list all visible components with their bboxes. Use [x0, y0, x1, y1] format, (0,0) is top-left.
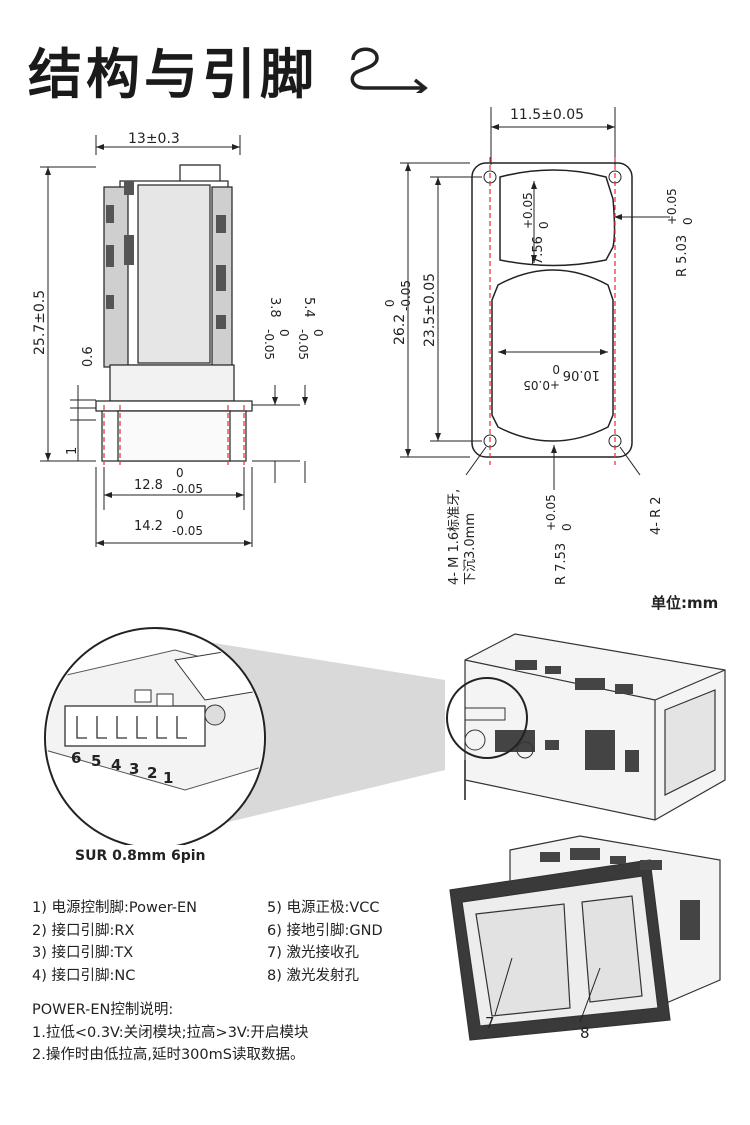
front-height-value: 26.2 [392, 314, 408, 345]
pin-item-1: 1) 电源控制脚:Power-EN [32, 900, 198, 916]
dim-5-4-upper: 0 [311, 329, 325, 337]
module-front-illustration: 7 8 [449, 835, 721, 1042]
pin-list-right: 5) 电源正极:VCC 6) 接地引脚:GND 7) 激光接收孔 8) 激光发射… [267, 897, 507, 987]
dim-12-8-lower: -0.05 [172, 482, 203, 496]
arrow-icon [350, 47, 428, 93]
pin-number-2: 2 [147, 764, 157, 782]
pin-number-4: 4 [111, 756, 121, 774]
pin-item-5: 5) 电源正极:VCC [267, 900, 380, 916]
dim-14-2-value: 14.2 [134, 519, 163, 534]
dim-7-56-upper: +0.05 [521, 192, 535, 229]
receiver-callout: 7 [485, 1014, 495, 1032]
connector-label: SUR 0.8mm 6pin [75, 848, 206, 864]
side-height-label: 25.7±0.5 [32, 290, 48, 355]
dim-4-r2-label: 4- R 2 [649, 496, 664, 535]
pin-list-left: 1) 电源控制脚:Power-EN 2) 接口引脚:RX 3) 接口引脚:TX … [32, 897, 272, 987]
connector-illustration: 6 5 4 3 2 1 [44, 627, 726, 845]
page-title: 结构与引脚 [28, 43, 318, 106]
pin-number-6: 6 [71, 749, 81, 767]
holes-note-line2: 下沉3.0mm [463, 513, 478, 585]
front-height-upper: 0 [383, 299, 397, 307]
front-height-lower: -0.05 [399, 280, 413, 311]
dim-0-6-label: 0.6 [81, 346, 96, 367]
dim-12-8-value: 12.8 [134, 478, 163, 493]
dim-3-8-lower: -0.05 [262, 329, 276, 360]
pin-number-3: 3 [129, 760, 139, 778]
notes-item-1: 1.拉低<0.3V:关闭模块;拉高>3V:开启模块 [32, 1024, 309, 1041]
dim-10-06-upper: +0.05 [523, 378, 560, 392]
side-view-drawing: 13±0.3 25.7±0.5 0.6 1 3.8 0 -0.05 5.4 0 … [32, 131, 325, 547]
dim-r7-53-lower: 0 [560, 523, 574, 531]
dim-r5-03-value: R 5.03 [675, 235, 690, 277]
dim-r7-53-upper: +0.05 [544, 494, 558, 531]
pin-item-4: 4) 接口引脚:NC [32, 967, 136, 984]
notes-heading: POWER-EN控制说明: [32, 1002, 174, 1018]
dim-14-2-upper: 0 [176, 508, 184, 522]
dim-10-06-value: 10.06 [563, 367, 600, 382]
dim-5-4-lower: -0.05 [296, 329, 310, 360]
pin-item-6: 6) 接地引脚:GND [267, 922, 383, 939]
dim-12-8-upper: 0 [176, 466, 184, 480]
pin-item-2: 2) 接口引脚:RX [32, 922, 135, 939]
dim-3-8-value: 3.8 [267, 297, 282, 318]
pin-number-5: 5 [91, 752, 101, 770]
dim-10-06-lower: 0 [552, 362, 560, 376]
dim-r5-03-lower: 0 [681, 217, 695, 225]
dim-3-8-upper: 0 [277, 329, 291, 337]
pin-item-8: 8) 激光发射孔 [267, 967, 359, 984]
dim-7-56-lower: 0 [537, 221, 551, 229]
notes-item-2: 2.操作时由低拉高,延时300mS读取数据。 [32, 1047, 305, 1063]
holes-note-line1: 4- M 1.6标准牙, [447, 489, 462, 585]
pin-number-1: 1 [163, 769, 173, 787]
dim-14-2-lower: -0.05 [172, 524, 203, 538]
power-en-notes: POWER-EN控制说明: 1.拉低<0.3V:关闭模块;拉高>3V:开启模块 … [32, 999, 309, 1067]
dim-5-4-value: 5.4 [301, 297, 316, 318]
side-width-label: 13±0.3 [128, 131, 180, 147]
dim-r5-03-upper: +0.05 [665, 188, 679, 225]
pin-item-3: 3) 接口引脚:TX [32, 945, 134, 961]
front-inner-height-label: 23.5±0.05 [422, 273, 438, 347]
front-width-label: 11.5±0.05 [510, 107, 584, 123]
unit-label: 单位:mm [651, 594, 719, 612]
dim-1-label: 1 [65, 447, 80, 455]
dim-7-56-value: 7.56 [531, 236, 546, 265]
front-view-drawing: 11.5±0.05 26.2 0 -0.05 23.5±0.05 7.56 +0… [383, 107, 695, 585]
emitter-callout: 8 [580, 1024, 590, 1042]
dim-r7-53-value: R 7.53 [554, 543, 569, 585]
pin-item-7: 7) 激光接收孔 [267, 945, 359, 961]
